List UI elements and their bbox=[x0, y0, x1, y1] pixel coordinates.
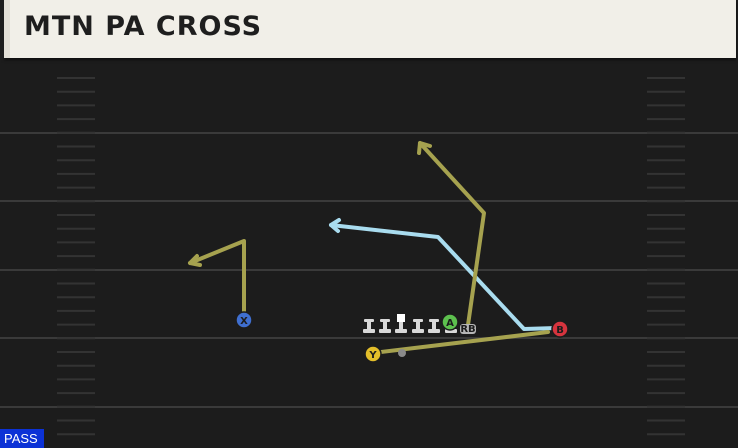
receiver-a[interactable]: A bbox=[441, 313, 459, 331]
quarterback-icon bbox=[398, 349, 406, 357]
receiver-y[interactable]: Y bbox=[364, 345, 382, 363]
receiver-y-label: Y bbox=[368, 350, 377, 361]
hash-marks-right bbox=[647, 77, 685, 436]
receiver-b-marker bbox=[551, 320, 569, 338]
route-x bbox=[188, 239, 246, 320]
route-a bbox=[418, 141, 486, 327]
play-title: MTN PA CROSS bbox=[24, 11, 263, 42]
play-type-badge: PASS bbox=[0, 429, 44, 448]
center-icon bbox=[395, 314, 407, 333]
receiver-a-marker bbox=[441, 313, 459, 331]
rb-badge bbox=[460, 324, 476, 334]
lineman-icon bbox=[363, 319, 375, 333]
receiver-a-label: A bbox=[446, 318, 454, 329]
receiver-y-marker bbox=[364, 345, 382, 363]
lineman-icon bbox=[379, 319, 391, 333]
rb-label: RB bbox=[460, 324, 475, 335]
lineman-icon bbox=[412, 319, 424, 333]
receiver-x[interactable]: X bbox=[235, 311, 253, 329]
yard-lines bbox=[0, 132, 738, 408]
receiver-x-label: X bbox=[240, 316, 248, 327]
route-a-arrowhead bbox=[417, 141, 432, 155]
lineman-icon bbox=[428, 319, 440, 333]
receiver-b-label: B bbox=[556, 325, 564, 336]
route-x-arrowhead bbox=[188, 254, 202, 267]
route-b bbox=[329, 223, 559, 331]
routes bbox=[188, 141, 559, 355]
receiver-b[interactable]: B bbox=[551, 320, 569, 338]
play-title-bar: MTN PA CROSS bbox=[0, 0, 736, 58]
hash-marks-left bbox=[57, 77, 95, 436]
receiver-x-marker bbox=[235, 311, 253, 329]
route-b-arrowhead bbox=[329, 218, 341, 233]
running-back[interactable]: RB bbox=[460, 324, 476, 335]
